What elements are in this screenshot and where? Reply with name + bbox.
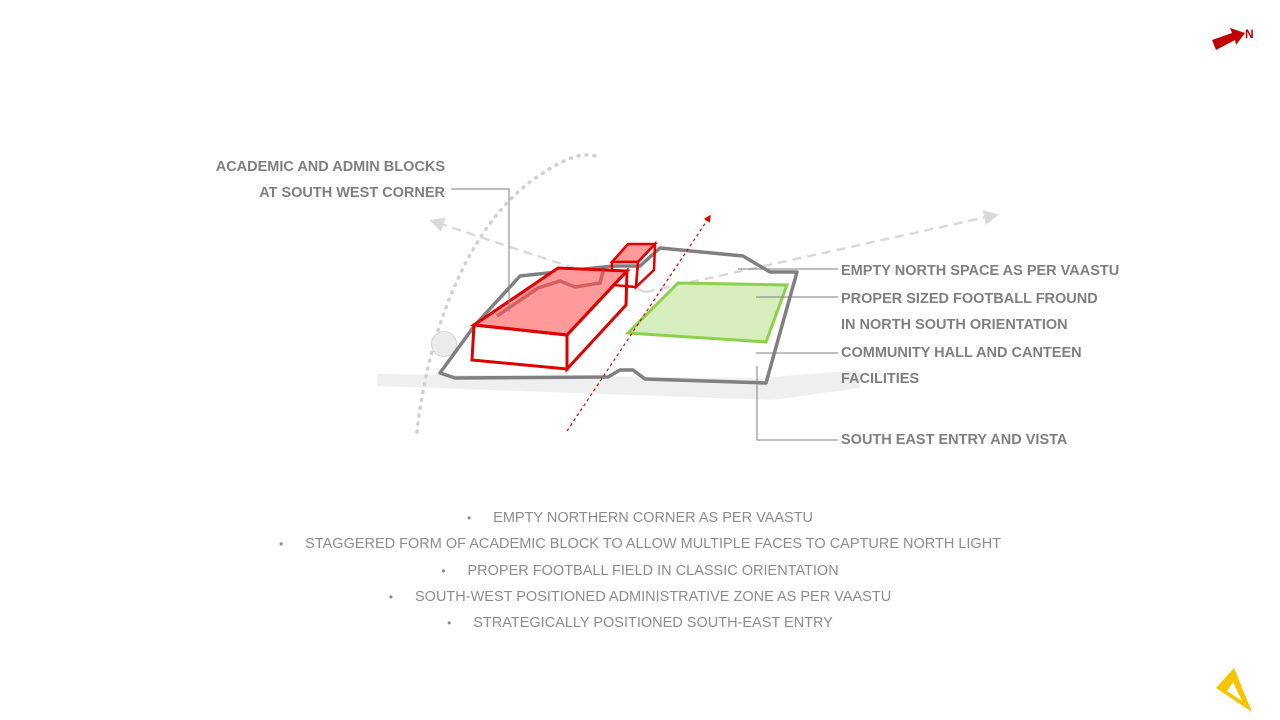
- sun-icon: [431, 331, 457, 357]
- note-text: EMPTY NORTHERN CORNER AS PER VAASTU: [493, 510, 814, 526]
- callout-academic-admin-line-2: AT SOUTH WEST CORNER: [259, 185, 445, 201]
- academic-block-side: [565, 267, 629, 373]
- callout-football-line-1: PROPER SIZED FOOTBALL FROUND: [841, 291, 1098, 307]
- football-field: [624, 281, 790, 344]
- north-arrow-icon: [1212, 28, 1245, 50]
- bullet-icon: •: [388, 589, 394, 604]
- note-text: STAGGERED FORM OF ACADEMIC BLOCK TO ALLO…: [305, 536, 1002, 553]
- callout-entry: SOUTH EAST ENTRY AND VISTA: [841, 427, 1067, 453]
- set-square-logo-icon: [1216, 668, 1252, 712]
- note-item: • STAGGERED FORM OF ACADEMIC BLOCK TO ALL…: [0, 531, 1280, 557]
- bullet-icon: •: [441, 563, 446, 578]
- callout-north-space-line-1: EMPTY NORTH SPACE AS PER VAASTU: [841, 263, 1120, 279]
- callout-academic-admin: ACADEMIC AND ADMIN BLOCKS AT SOUTH WEST …: [216, 154, 445, 206]
- callout-football-line-2: IN NORTH SOUTH ORIENTATION: [841, 317, 1068, 333]
- note-text: STRATEGICALLY POSITIONED SOUTH-EAST ENTR…: [473, 615, 833, 632]
- admin-block-side: [634, 240, 657, 291]
- bullet-icon: •: [447, 616, 452, 631]
- note-item: • SOUTH-WEST POSITIONED ADMINISTRATIVE ZO…: [0, 584, 1280, 610]
- note-item: • PROPER FOOTBALL FIELD IN CLASSIC ORIENT…: [0, 558, 1280, 584]
- callout-academic-admin-line-1: ACADEMIC AND ADMIN BLOCKS: [215, 159, 445, 175]
- note-item: • EMPTY NORTHERN CORNER AS PER VAASTU: [0, 505, 1280, 531]
- callout-entry-line-1: SOUTH EAST ENTRY AND VISTA: [841, 432, 1068, 448]
- design-notes-list: • EMPTY NORTHERN CORNER AS PER VAASTU • ST…: [0, 505, 1280, 636]
- leader-entry: [756, 366, 838, 441]
- bullet-icon: •: [466, 511, 472, 525]
- note-text: SOUTH-WEST POSITIONED ADMINISTRATIVE ZON…: [415, 588, 892, 605]
- note-item: • STRATEGICALLY POSITIONED SOUTH-EAST ENT…: [0, 610, 1280, 636]
- callout-north-space: EMPTY NORTH SPACE AS PER VAASTU: [841, 258, 1119, 284]
- bullet-icon: •: [278, 537, 284, 552]
- callout-community-line-2: FACILITIES: [841, 371, 920, 387]
- callout-football: PROPER SIZED FOOTBALL FROUND IN NORTH SO…: [841, 286, 1098, 338]
- boundary-through-block: [496, 267, 606, 318]
- north-south-axis: [566, 214, 711, 432]
- callout-community: COMMUNITY HALL AND CANTEEN FACILITIES: [841, 340, 1082, 392]
- callout-community-line-1: COMMUNITY HALL AND CANTEEN: [841, 345, 1082, 361]
- sun-path-arc: [415, 153, 602, 434]
- leader-academic-admin: [451, 188, 510, 312]
- note-text: PROPER FOOTBALL FIELD IN CLASSIC ORIENTA…: [467, 562, 839, 579]
- north-label: N: [1245, 27, 1254, 41]
